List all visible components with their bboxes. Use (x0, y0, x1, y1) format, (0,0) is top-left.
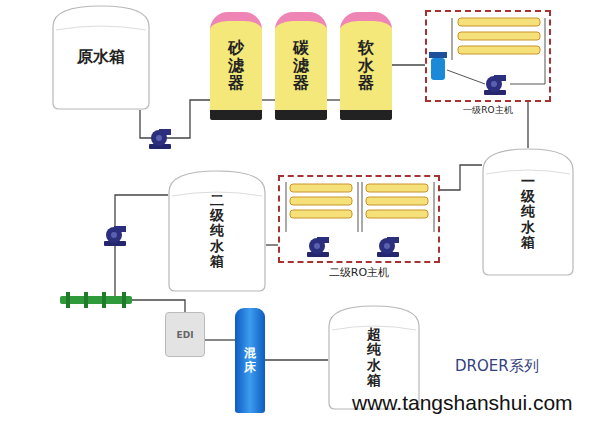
pipe-connector (266, 244, 278, 245)
tank-outline (483, 149, 573, 275)
filter-vessel: 碳滤器 (275, 12, 327, 120)
pipe-connector (205, 339, 235, 340)
node-label: EDI (177, 330, 194, 340)
watermark: www.tangshanshui.com (352, 391, 573, 415)
ro-unit: 二级RO主机 (278, 175, 440, 263)
water-tank: 原水箱 (52, 5, 150, 110)
node-label: 二级纯水箱 (210, 193, 224, 270)
ro-unit: 一级RO主机 (425, 10, 551, 102)
ro-membranes (452, 18, 545, 84)
cartridge-filter (429, 52, 485, 84)
manifold (60, 292, 132, 308)
pump (104, 226, 126, 246)
tank-seam (56, 26, 146, 30)
node-label: 原水箱 (77, 47, 125, 68)
edi-module: EDI (165, 312, 205, 357)
node-label: 一级纯水箱 (521, 174, 535, 251)
series-label: DROER系列 (455, 357, 539, 376)
tank-outline (53, 6, 149, 109)
pump (484, 75, 506, 95)
unit-label: 一级RO主机 (427, 104, 549, 117)
pipe-connector (327, 99, 340, 100)
node-label: 软水器 (358, 39, 374, 92)
pipe-connector (265, 359, 328, 360)
pipe-connector (140, 100, 210, 138)
pipe-connector (440, 165, 482, 190)
pump (377, 237, 399, 257)
node-label: 混床 (244, 347, 256, 373)
ro-membranes (286, 182, 434, 232)
tank-outline (169, 171, 265, 291)
node-label: 碳滤器 (293, 39, 309, 92)
filter-vessel: 软水器 (340, 12, 392, 120)
node-label: 砂滤器 (228, 39, 244, 92)
mixed-bed: 混床 (235, 308, 265, 413)
water-tank: 一级纯水箱 (482, 148, 574, 276)
filter-vessel: 砂滤器 (210, 12, 262, 120)
pipe-connector (527, 102, 528, 148)
pipe-connector (262, 99, 275, 100)
water-tank: 二级纯水箱 (168, 170, 266, 292)
pump (149, 129, 171, 149)
pump (307, 237, 329, 257)
pipe-connector (392, 64, 425, 65)
unit-label: 二级RO主机 (280, 265, 438, 280)
node-label: 超纯水箱 (367, 327, 381, 389)
